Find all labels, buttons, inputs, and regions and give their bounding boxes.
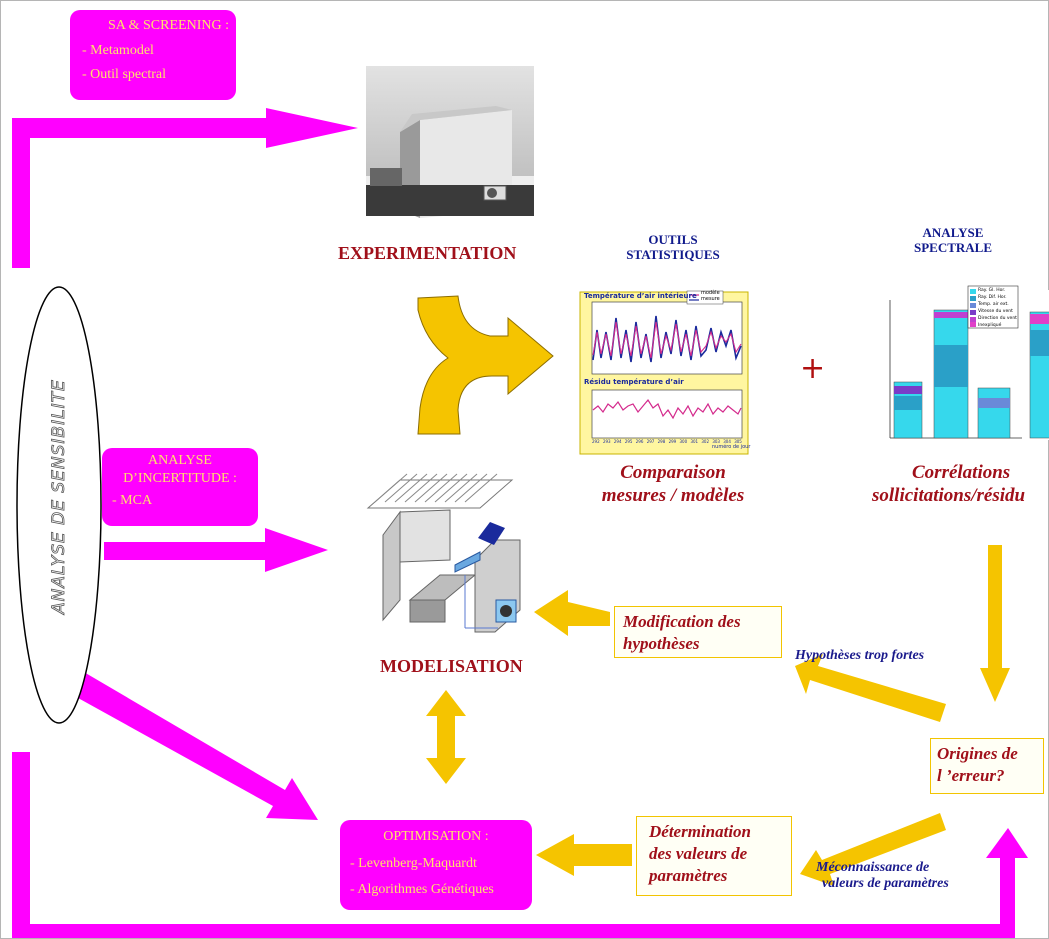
stats-x-ticks: 292 293 294 295 296 297 298 299 300 301 …: [592, 439, 742, 444]
stats-measure-line: [592, 315, 742, 363]
magenta-arrow-top: [12, 108, 358, 268]
stats-x-tick: 304: [723, 439, 731, 444]
determination-box: Détermination des valeurs de paramètres: [636, 816, 792, 896]
yellow-merge-arrow: [417, 295, 554, 435]
stats-x-tick: 299: [668, 439, 677, 444]
stats-x-tick: 293: [602, 439, 611, 444]
incertitude-title-1: ANALYSE: [148, 453, 212, 468]
sensitivity-ellipse: [16, 286, 102, 724]
yellow-arrow-vertical-double: [426, 690, 466, 784]
stats-legend-measure: mesure: [701, 296, 720, 302]
experimentation-label: EXPERIMENTATION: [338, 243, 517, 263]
yellow-arrow-to-determination: [800, 813, 946, 886]
meconnaissance-line-1: Méconnaissance de: [816, 860, 930, 875]
outils-line-2: STATISTIQUES: [626, 246, 720, 262]
modelisation-label: MODELISATION: [380, 656, 523, 676]
incertitude-title-2: D’INCERTITUDE :: [123, 471, 237, 487]
spectrale-line-1: ANALYSE: [922, 225, 984, 240]
modification-line-1: Modification des: [623, 612, 741, 631]
stats-x-tick: 302: [701, 439, 710, 444]
yellow-arrow-down-right: [980, 545, 1010, 702]
spectrale-line-2: SPECTRALE: [913, 239, 993, 255]
hypotheses-fortes-note: Hypothèses trop fortes: [795, 648, 925, 663]
outils-line-1: OUTILS: [648, 232, 698, 247]
stats-title-bottom: Résidu température d’air: [584, 378, 684, 386]
sa-screening-item-2: - Outil spectral: [82, 67, 166, 82]
magenta-arrow-diagonal: [60, 668, 318, 820]
building-model-icon: [366, 473, 521, 633]
yellow-arrow-to-optimisation: [536, 834, 632, 876]
sensitivity-analysis-label: ANALYSE DE SENSIBILITE: [49, 379, 70, 615]
stats-x-tick: 294: [613, 439, 622, 444]
correlations-line-1: Corrélations: [912, 462, 1011, 483]
analyse-spectrale-label: ANALYSE SPECTRALE: [898, 225, 1008, 256]
stats-xlabel: numéro de jour: [712, 444, 751, 450]
yellow-arrow-to-modification: [795, 654, 946, 722]
stats-model-line: [592, 321, 742, 359]
incertitude-item-1: - MCA: [112, 493, 153, 509]
stats-title-top: Température d’air intérieure: [584, 292, 697, 300]
spectral-legend-item: Vitesse du vent: [978, 309, 1013, 314]
correlations-line-2: sollicitations/résidu: [872, 484, 1026, 506]
origines-line-2: l ’erreur?: [937, 766, 1005, 786]
spectral-legend-item: Inexpliqué: [978, 323, 1002, 328]
stats-x-tick: 292: [592, 439, 600, 444]
optimisation-title: OPTIMISATION :: [383, 829, 489, 844]
magenta-arrow-mid: [104, 528, 328, 572]
stats-x-tick: 297: [646, 439, 655, 444]
sa-screening-item-1: - Metamodel: [82, 42, 154, 58]
stats-residual-line: [592, 398, 742, 420]
optimisation-box: OPTIMISATION : - Levenberg-Maquardt - Al…: [340, 820, 532, 910]
sa-screening-box: SA & SCREENING : - Metamodel - Outil spe…: [70, 10, 236, 100]
stats-x-tick: 303: [712, 439, 720, 444]
correlations-caption: Corrélations sollicitations/résidu: [860, 462, 1049, 508]
spectral-legend-item: Direction du vent: [978, 316, 1017, 321]
optimisation-item-2: - Algorithmes Génétiques: [350, 882, 494, 898]
modification-box: Modification des hypothèses: [614, 606, 782, 658]
plus-sign: +: [800, 351, 825, 386]
comparaison-caption: Comparaison mesures / modèles: [588, 462, 758, 508]
yellow-arrow-to-model: [534, 590, 610, 636]
incertitude-box: ANALYSE D’INCERTITUDE : - MCA: [102, 448, 258, 526]
comparaison-line-1: Comparaison: [620, 462, 726, 483]
spectral-legend-item: Ray. Gl. Hor.: [978, 288, 1006, 293]
stats-x-tick: 296: [635, 439, 644, 444]
determination-line-3: paramètres: [649, 866, 728, 886]
spectral-chart: [868, 285, 1049, 440]
stats-legend-model: modèle: [701, 290, 720, 296]
stats-x-tick: 300: [679, 439, 688, 444]
origines-box: Origines de l ’erreur?: [930, 738, 1044, 794]
stats-x-tick: 301: [690, 439, 699, 444]
meconnaissance-note: Méconnaissance de valeurs de paramètres: [812, 860, 949, 892]
stats-x-tick: 305: [734, 439, 742, 444]
stats-chart: [579, 290, 749, 455]
modification-line-2: hypothèses: [623, 634, 700, 654]
optimisation-item-1: - Levenberg-Maquardt: [350, 855, 477, 871]
determination-line-1: Détermination: [649, 822, 752, 841]
meconnaissance-line-2: valeurs de paramètres: [822, 876, 949, 892]
outils-statistiques-label: OUTILS STATISTIQUES: [608, 232, 738, 263]
origines-line-1: Origines de: [937, 744, 1018, 763]
sa-screening-title: SA & SCREENING :: [108, 18, 229, 33]
comparaison-line-2: mesures / modèles: [601, 484, 745, 506]
spectral-legend-item: Temp. air ext.: [978, 302, 1009, 307]
stats-x-tick: 295: [624, 439, 633, 444]
determination-line-2: des valeurs de: [649, 844, 748, 864]
spectral-legend: Ray. Gl. Hor. Ray. Dif. Hor. Temp. air e…: [978, 287, 1017, 329]
building-photo: [366, 66, 534, 218]
spectral-legend-item: Ray. Dif. Hor.: [978, 295, 1007, 300]
stats-x-tick: 298: [657, 439, 666, 444]
